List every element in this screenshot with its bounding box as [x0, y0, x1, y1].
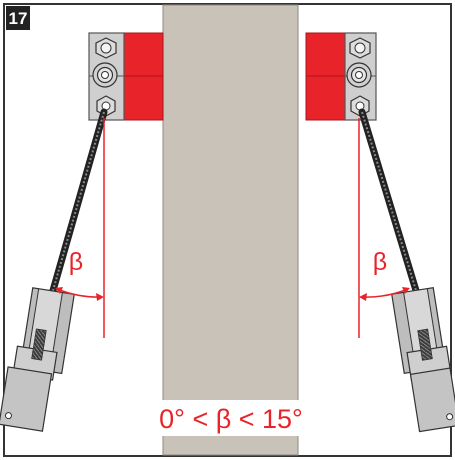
right-angle-label: β — [373, 248, 387, 276]
formula-background — [160, 400, 302, 436]
hex-nut-icon — [95, 37, 117, 59]
left-red-block-top — [123, 32, 164, 77]
left-tensioner — [0, 287, 75, 432]
washer-bolt-icon — [346, 62, 372, 88]
right-red-block-top — [305, 32, 346, 77]
step-badge: 17 — [6, 6, 30, 30]
step-number: 17 — [9, 9, 28, 28]
right-red-block-bottom — [305, 75, 346, 121]
left-red-block-bottom — [123, 75, 164, 121]
right-tensioner — [391, 287, 455, 433]
left-angle-label: β — [69, 248, 83, 276]
right-assembly: β — [305, 32, 455, 433]
left-assembly: β — [0, 32, 164, 432]
washer-bolt-icon — [92, 62, 118, 88]
center-post — [162, 4, 299, 456]
angle-range-formula: 0° < β < 15° — [159, 404, 303, 434]
hex-nut-icon — [349, 37, 371, 59]
